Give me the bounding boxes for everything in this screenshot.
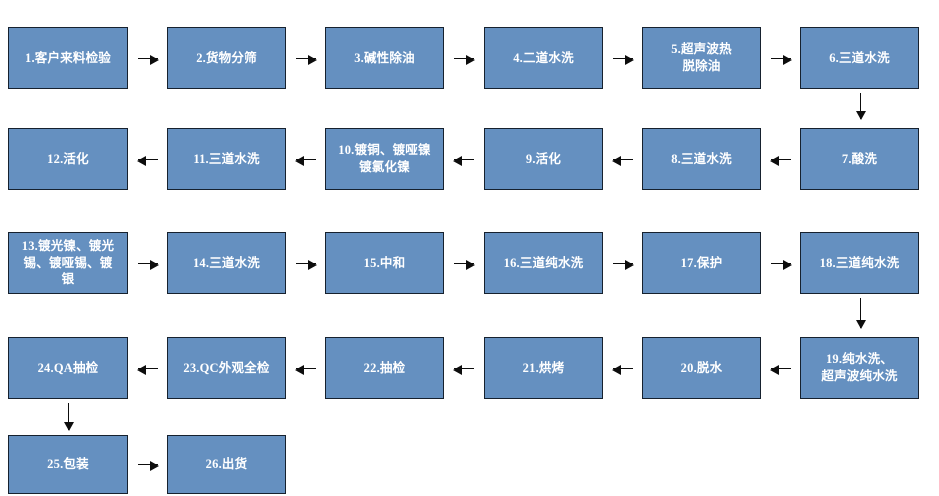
flow-node-18[interactable]: 18.三道纯水洗 [800, 232, 919, 294]
connector-25-to-26 [138, 460, 159, 471]
connector-3-to-4 [454, 54, 475, 65]
connector-2-to-3 [296, 54, 317, 65]
flow-node-12[interactable]: 12.活化 [8, 128, 128, 190]
flow-node-6[interactable]: 6.三道水洗 [800, 27, 919, 89]
flow-node-11[interactable]: 11.三道水洗 [167, 128, 286, 190]
connector-16-to-17 [613, 259, 634, 270]
flow-node-17[interactable]: 17.保护 [642, 232, 761, 294]
flow-node-26[interactable]: 26.出货 [167, 435, 286, 494]
connector-9-to-10 [453, 155, 474, 166]
connector-8-to-9 [612, 155, 633, 166]
flow-node-14[interactable]: 14.三道水洗 [167, 232, 286, 294]
flow-node-16[interactable]: 16.三道纯水洗 [484, 232, 603, 294]
connector-15-to-16 [454, 259, 475, 270]
flow-node-19[interactable]: 19.纯水洗、 超声波纯水洗 [800, 337, 919, 399]
connector-10-to-11 [295, 155, 316, 166]
connector-1-to-2 [138, 54, 159, 65]
flow-node-25[interactable]: 25.包装 [8, 435, 128, 494]
flow-node-1[interactable]: 1.客户来料检验 [8, 27, 128, 89]
flow-node-7[interactable]: 7.酸洗 [800, 128, 919, 190]
flow-node-13[interactable]: 13.镀光镍、镀光 锡、镀哑锡、镀 银 [8, 232, 128, 294]
flow-node-10[interactable]: 10.镀铜、镀哑镍 镀氯化镍 [325, 128, 444, 190]
connector-6-to-7 [855, 93, 866, 120]
flow-node-9[interactable]: 9.活化 [484, 128, 603, 190]
flow-node-5[interactable]: 5.超声波热 脱除油 [642, 27, 761, 89]
connector-4-to-5 [613, 54, 634, 65]
flow-node-2[interactable]: 2.货物分筛 [167, 27, 286, 89]
connector-18-to-19 [855, 298, 866, 329]
connector-21-to-22 [453, 364, 474, 375]
connector-23-to-24 [137, 364, 158, 375]
flow-node-24[interactable]: 24.QA抽检 [8, 337, 128, 399]
flow-node-21[interactable]: 21.烘烤 [484, 337, 603, 399]
connector-14-to-15 [296, 259, 317, 270]
flow-node-20[interactable]: 20.脱水 [642, 337, 761, 399]
flow-node-8[interactable]: 8.三道水洗 [642, 128, 761, 190]
connector-19-to-20 [770, 364, 791, 375]
connector-17-to-18 [771, 259, 792, 270]
connector-7-to-8 [770, 155, 791, 166]
connector-22-to-23 [295, 364, 316, 375]
flow-node-22[interactable]: 22.抽检 [325, 337, 444, 399]
connector-13-to-14 [138, 259, 159, 270]
connector-11-to-12 [137, 155, 158, 166]
connector-24-to-25 [63, 403, 74, 431]
flow-node-15[interactable]: 15.中和 [325, 232, 444, 294]
flow-node-23[interactable]: 23.QC外观全检 [167, 337, 286, 399]
connector-5-to-6 [771, 54, 792, 65]
flow-node-3[interactable]: 3.碱性除油 [325, 27, 444, 89]
connector-20-to-21 [612, 364, 633, 375]
flow-node-4[interactable]: 4.二道水洗 [484, 27, 603, 89]
